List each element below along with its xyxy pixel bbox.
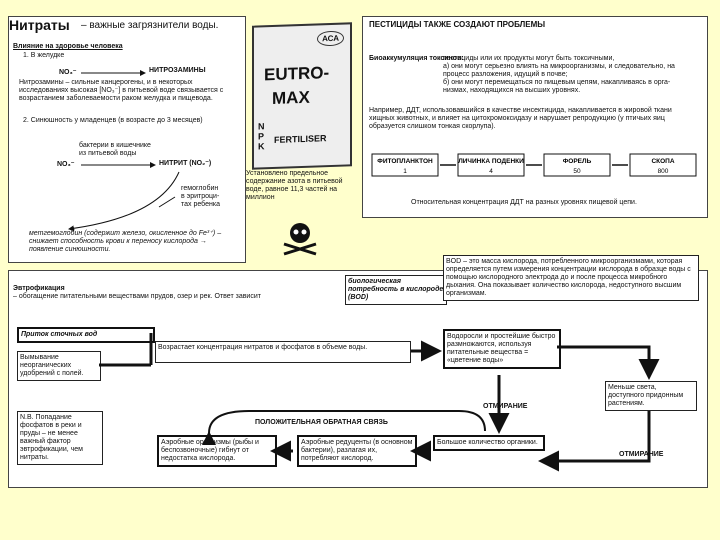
ddt-food-chain-chart: ФИТОПЛАНКТОН 1 ЛИЧИНКА ПОДЕНКИ 4 ФОРЕЛЬ 50 СКО… <box>362 150 706 182</box>
eutro-title-line: Эвтрофикация – обогащение питательными в… <box>13 277 343 301</box>
nitrosamines-label: НИТРОЗАМИНЫ <box>149 67 206 74</box>
bacteria-label: бактерии в кишечнике из питьевой воды <box>79 142 151 157</box>
nitrates-subtitle: – важные загрязнители воды. <box>81 20 219 31</box>
bioaccumulation-text: пестициды или их продукты могут быть ток… <box>443 55 675 94</box>
eutro-title-def: – обогащение питательными веществами пру… <box>13 293 261 300</box>
ddt-value-label: 1 <box>403 168 407 175</box>
nitrate-arrows <box>68 70 180 232</box>
pesticides-panel: ПЕСТИЦИДЫ ТАКЖЕ СОЗДАЮТ ПРОБЛЕМЫ Биоакку… <box>362 16 708 218</box>
item-infants: 2. Синюшность у младенцев (в возрасте до… <box>23 117 203 124</box>
item-stomach: 1. В желудке <box>23 52 65 59</box>
eutro-flow-arrows <box>99 333 660 472</box>
health-heading: Влияние на здоровье человека <box>13 43 123 50</box>
dying-label-2: ОТМИРАНИЕ <box>619 451 664 458</box>
algae-bloom-box: Водоросли и простейшие быстро размножают… <box>443 329 561 369</box>
fertilizer-washout-box: Вымывание неорганических удобрений с пол… <box>17 351 101 381</box>
nitrates-title: Нитраты <box>9 17 70 33</box>
food-chain-box <box>457 153 525 177</box>
food-chain-box <box>543 153 611 177</box>
ddt-caption: Относительная концентрация ДДТ на разных… <box>411 199 637 206</box>
methemoglobin-text: метгемоглобин (содержит железо, окисленн… <box>29 230 222 253</box>
bod-definition: BOD – это масса кислорода, потребленного… <box>443 255 699 301</box>
organic-matter-box: Большое количество органики. <box>433 435 545 451</box>
max-label: MAX <box>272 87 310 109</box>
ddt-value-label: 4 <box>489 168 493 175</box>
nitrosamines-text: Нитрозамины – сильные канцерогены, и в н… <box>19 79 224 102</box>
fertiliser-label: FERTILISER <box>274 133 327 145</box>
food-chain-label: ЛИЧИНКА ПОДЕНКИ <box>458 158 524 165</box>
bioaccumulation-label: Биоаккумуляция токсинов: <box>369 55 464 62</box>
ddt-chart-svg: ФИТОПЛАНКТОН 1 ЛИЧИНКА ПОДЕНКИ 4 ФОРЕЛЬ 50 СКО… <box>371 153 697 177</box>
nitrates-panel: Нитраты – важные загрязнители воды. Влия… <box>8 16 246 263</box>
sewage-box: Приток сточных вод <box>17 327 155 343</box>
food-chain-label: ФИТОПЛАНКТОН <box>377 158 433 165</box>
skull-icon <box>283 223 317 256</box>
npk-label: N P K <box>258 121 265 152</box>
concentration-box: Возрастает концентрация нитратов и фосфа… <box>155 341 411 363</box>
ddt-value-label: 50 <box>573 168 581 175</box>
nitrogen-limit-note: Установлено предельное содержание азота … <box>246 170 343 201</box>
bod-box: биологическая потребность в кислороде (B… <box>345 275 447 305</box>
food-chain-label: ФОРЕЛЬ <box>563 158 592 165</box>
no3-label: NO₃⁻ <box>59 69 77 76</box>
no3-label-2: NO₃⁻ <box>57 161 75 168</box>
food-chain-label: СКОПА <box>651 158 674 165</box>
eutro-label: EUTRO- <box>264 63 330 85</box>
aca-badge: АСА <box>317 30 344 47</box>
positive-feedback-label: ПОЛОЖИТЕЛЬНАЯ ОБРАТНАЯ СВЯЗЬ <box>255 419 388 426</box>
hemoglobin-label: гемоглобин в эритроци- тах ребенка <box>181 185 220 208</box>
nitrite-label: НИТРИТ (NO₂⁻) <box>159 160 212 167</box>
fertilizer-bag: АСА EUTRO- MAX N P K FERTILISER <box>252 22 352 170</box>
pesticides-title: ПЕСТИЦИДЫ ТАКЖЕ СОЗДАЮТ ПРОБЛЕМЫ <box>369 20 546 29</box>
ddt-text: Например, ДДТ, использовавшийся в качест… <box>369 107 672 130</box>
phosphate-note: N.B. Попадание фосфатов в реки и пруды –… <box>17 411 103 465</box>
dying-label-1: ОТМИРАНИЕ <box>483 403 528 410</box>
aerobic-reducers-box: Аэробные редуценты (в основном бактерии)… <box>297 435 417 467</box>
ddt-value-label: 800 <box>658 168 669 175</box>
eutro-title: Эвтрофикация <box>13 285 65 292</box>
food-chain-box <box>629 153 697 177</box>
food-chain-box <box>371 153 439 177</box>
eutrophication-panel: Эвтрофикация – обогащение питательными в… <box>8 255 708 488</box>
less-light-box: Меньше света, доступного придонным расте… <box>605 381 697 411</box>
